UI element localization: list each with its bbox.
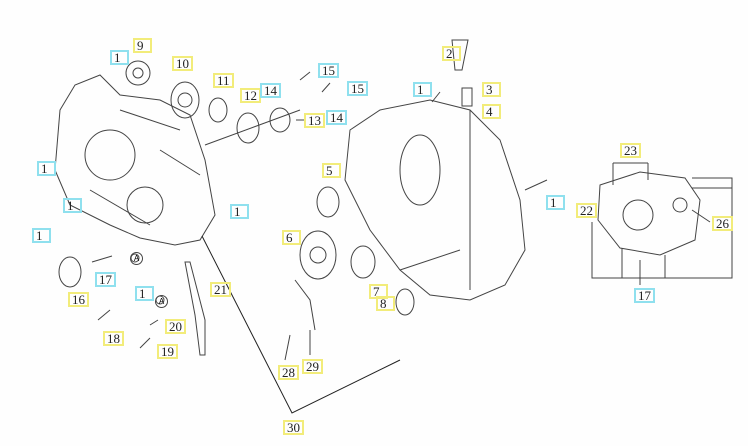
- part-label: 10: [172, 56, 193, 71]
- part-label: 26: [712, 216, 733, 231]
- part-label: 8: [376, 296, 395, 311]
- right-case-bore: [399, 134, 441, 206]
- part-label: 12: [240, 88, 261, 103]
- part-label: 20: [165, 319, 186, 334]
- part-label: 1: [546, 195, 565, 210]
- part-label: 4: [482, 104, 501, 119]
- bearing-shaft: [350, 245, 376, 279]
- part-label: 1: [63, 198, 82, 213]
- part-label: 19: [157, 344, 178, 359]
- part-label: 17: [634, 288, 655, 303]
- reference-marker-a: A: [155, 295, 168, 308]
- part-label: 1: [110, 50, 129, 65]
- part-label: 28: [278, 365, 299, 380]
- part-label: 3: [482, 82, 501, 97]
- part-label: 18: [103, 331, 124, 346]
- part-label: 15: [347, 81, 368, 96]
- part-label: 6: [282, 230, 301, 245]
- part-label: 17: [95, 272, 116, 287]
- bearing-8: [395, 288, 415, 316]
- part-label: 11: [213, 73, 234, 88]
- bearing-13: [269, 107, 291, 133]
- tube-21: [184, 261, 206, 356]
- part-label: 16: [68, 292, 89, 307]
- right-crankcase: [344, 99, 526, 301]
- bearing-5: [316, 186, 340, 218]
- dowel-4: [461, 87, 473, 107]
- small-crankcase: [597, 171, 701, 256]
- bearing-12: [236, 112, 260, 144]
- bearing-11: [208, 97, 228, 123]
- part-label: 1: [135, 286, 154, 301]
- part-label: 15: [318, 63, 339, 78]
- part-label: 5: [322, 163, 341, 178]
- oil-seal-16: [58, 256, 82, 288]
- part-label: 1: [230, 204, 249, 219]
- part-label: 14: [260, 83, 281, 98]
- part-label: 1: [413, 82, 432, 97]
- part-label: 13: [304, 113, 325, 128]
- part-label: 14: [326, 110, 347, 125]
- part-label: 2: [442, 46, 461, 61]
- part-label: 1: [32, 228, 51, 243]
- bearing-10: [170, 81, 200, 119]
- left-case-bore-2: [126, 186, 164, 224]
- part-label: 23: [620, 143, 641, 158]
- bearing-6: [299, 230, 337, 280]
- part-label: 1: [37, 161, 56, 176]
- part-label: 21: [210, 282, 231, 297]
- reference-marker-a: A: [130, 252, 143, 265]
- part-label: 7: [369, 284, 388, 299]
- part-label: 30: [283, 420, 304, 435]
- bearing-9: [125, 60, 151, 86]
- part-label: 9: [133, 38, 152, 53]
- part-label: 22: [576, 203, 597, 218]
- part-label: 29: [302, 359, 323, 374]
- left-crankcase: [54, 74, 216, 246]
- left-case-bore: [84, 129, 136, 181]
